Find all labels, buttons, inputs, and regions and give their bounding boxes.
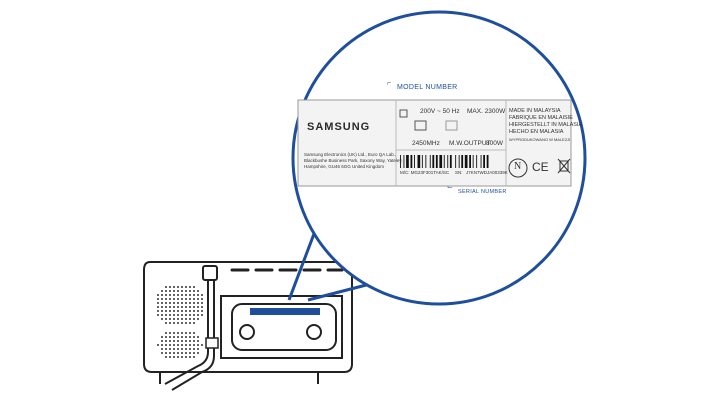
- power-cable: [164, 280, 209, 385]
- microwave-rear-view: [143, 261, 353, 391]
- vent-grille: [157, 286, 203, 358]
- model-number-caption-bracket: ⌐: [387, 80, 392, 87]
- serial-number-caption-bracket: ⌙: [447, 184, 453, 191]
- label-highlight: [250, 308, 320, 315]
- model-code: M/C: MG23F301TAK/SC: [400, 170, 450, 175]
- screw-left: [239, 324, 255, 340]
- max-power-rating: MAX. 2300W: [467, 108, 506, 115]
- serial-value: J7KN7WDJA00339K: [466, 170, 508, 175]
- model-number-caption: MODEL NUMBER: [397, 84, 458, 91]
- brand-logo: SAMSUNG: [307, 121, 371, 133]
- serial-number-caption: SERIAL NUMBER: [458, 189, 507, 195]
- made-in-line: MADE IN MALAYSIA: [509, 108, 561, 114]
- voltage-rating: 200V ~ 50 Hz: [420, 108, 460, 115]
- rating-label: [297, 99, 572, 187]
- barcode: [400, 155, 489, 168]
- microwave-icon: [414, 120, 427, 131]
- frequency-rating: 2450MHz: [412, 140, 440, 147]
- manufacturer-address: Samsung Electronics (UK) Ltd., Euro QA L…: [304, 152, 403, 170]
- made-in-line: FABRIQUE EN MALAISIE: [509, 115, 573, 121]
- country-of-origin: MADE IN MALAYSIA FABRIQUE EN MALAISIE HI…: [509, 108, 582, 143]
- serial-prefix: SN:: [455, 170, 463, 175]
- mw-output-value: 800W: [486, 140, 503, 147]
- address-line: Samsung Electronics (UK) Ltd., Euro QA L…: [304, 152, 397, 157]
- heater-icon: [445, 120, 458, 131]
- made-in-line: HECHO EN MALASIA: [509, 129, 564, 135]
- zoom-line-right: [307, 281, 375, 302]
- made-in-line: HIERGESTELLT IN MALASIA: [509, 122, 583, 128]
- n-mark-icon: [508, 158, 528, 178]
- address-line: Blackbushe Business Park, Saxony Way, Ya…: [304, 158, 403, 163]
- address-line: Hampshire, GU46 6GG United Kingdom: [304, 164, 385, 169]
- power-socket: [202, 265, 218, 281]
- ce-mark: CE: [532, 160, 549, 174]
- screw-right: [306, 324, 322, 340]
- n-mark: N: [514, 161, 522, 172]
- weee-bin-icon: [557, 158, 571, 174]
- class-icon: [399, 109, 408, 118]
- made-in-line: WYPRODUKOWANO W MALEZJI: [509, 137, 571, 142]
- mw-output-label: M.W.OUTPUT: [449, 140, 491, 147]
